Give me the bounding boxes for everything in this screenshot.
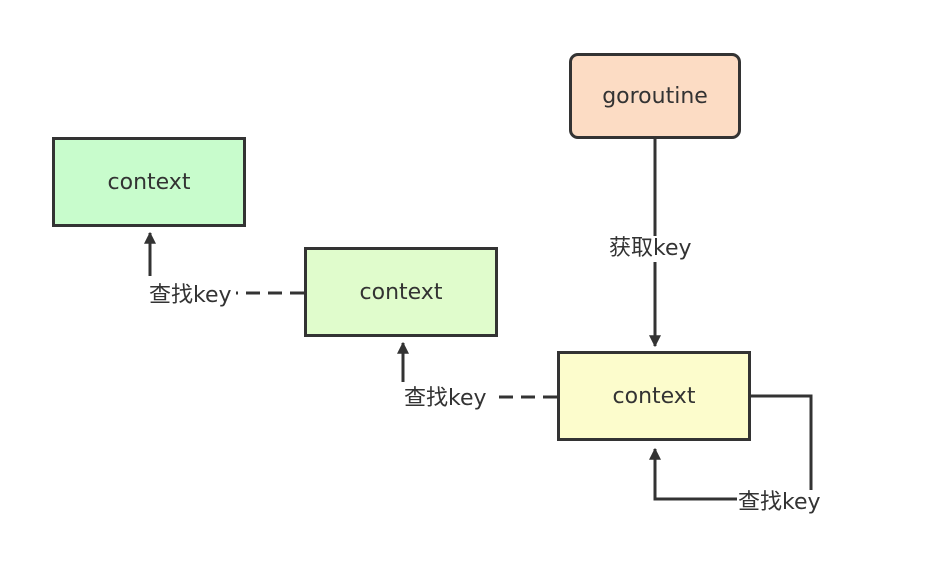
goroutine-node-label: goroutine — [602, 83, 708, 109]
context-node-middle-label: context — [359, 279, 443, 305]
edge-label-lookup-key-3: 查找key — [737, 490, 822, 516]
context-node-bottom-label: context — [612, 383, 696, 409]
context-node-top-label: context — [107, 169, 191, 195]
context-node-top: context — [52, 137, 246, 227]
context-node-middle: context — [304, 247, 498, 337]
edge-label-lookup-key-2: 查找key — [403, 386, 488, 412]
edge-label-lookup-key-1: 查找key — [148, 283, 233, 309]
edge-label-fetch-key: 获取key — [608, 236, 693, 262]
context-node-bottom: context — [557, 351, 751, 441]
goroutine-node: goroutine — [569, 53, 741, 139]
